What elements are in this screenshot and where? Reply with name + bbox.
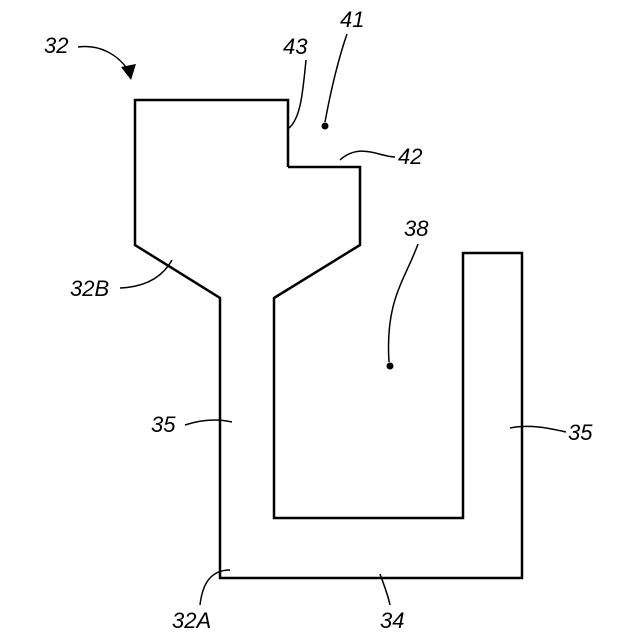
leader-35-left [185, 420, 232, 425]
label-38: 38 [404, 216, 429, 241]
arrow-32-curve [78, 47, 128, 70]
label-35-left: 35 [151, 412, 176, 437]
component-outline-left [135, 100, 522, 578]
label-42: 42 [398, 144, 422, 169]
leader-42 [340, 151, 395, 160]
leader-41 [325, 34, 347, 122]
label-32B: 32B [70, 276, 109, 301]
point-41 [322, 123, 329, 130]
label-35-right: 35 [568, 420, 593, 445]
label-43: 43 [283, 34, 308, 59]
leader-32A [200, 570, 230, 605]
leader-38 [388, 244, 418, 362]
leader-35-right [510, 426, 566, 432]
label-41: 41 [340, 7, 364, 32]
label-32A: 32A [172, 608, 211, 633]
label-34: 34 [380, 608, 404, 633]
leader-43 [289, 60, 306, 128]
label-32: 32 [44, 33, 68, 58]
point-38 [387, 363, 394, 370]
arrow-32-head [121, 64, 136, 80]
